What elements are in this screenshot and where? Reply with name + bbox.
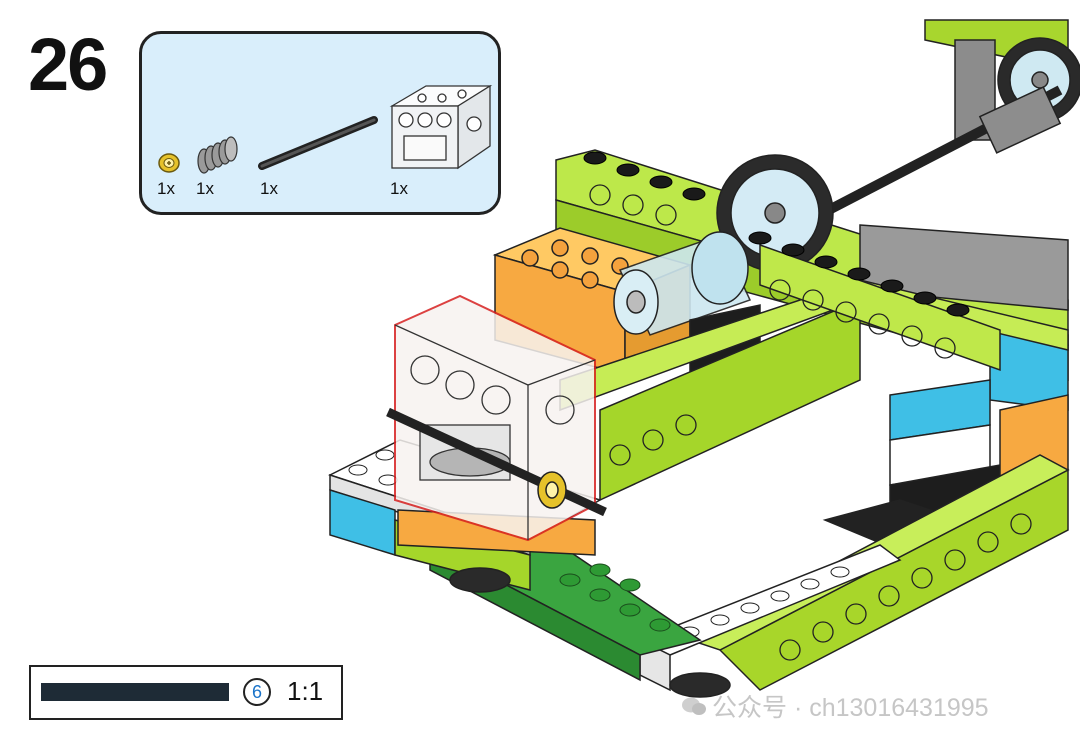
part-qty: 1x: [390, 179, 408, 198]
scale-count-badge: 6: [243, 678, 271, 706]
wechat-logo-icon: [682, 697, 706, 715]
part-qty: 1x: [157, 179, 175, 198]
scale-indicator: 6 1:1: [29, 665, 343, 720]
scale-bar: [41, 683, 229, 701]
part-qty: 1x: [260, 179, 278, 198]
axle-icon: [258, 116, 378, 170]
step-number: 26: [28, 23, 108, 106]
scale-ratio: 1:1: [287, 676, 324, 706]
yellow-bush-icon: [158, 153, 180, 173]
gear-box-icon: [389, 84, 493, 170]
part-qty: 1x: [196, 179, 214, 198]
watermark: 公众号 · ch13016431995: [712, 694, 989, 722]
parts-callout: 1x 1x 1x 1x: [139, 31, 501, 215]
worm-gear-icon: [197, 136, 238, 174]
